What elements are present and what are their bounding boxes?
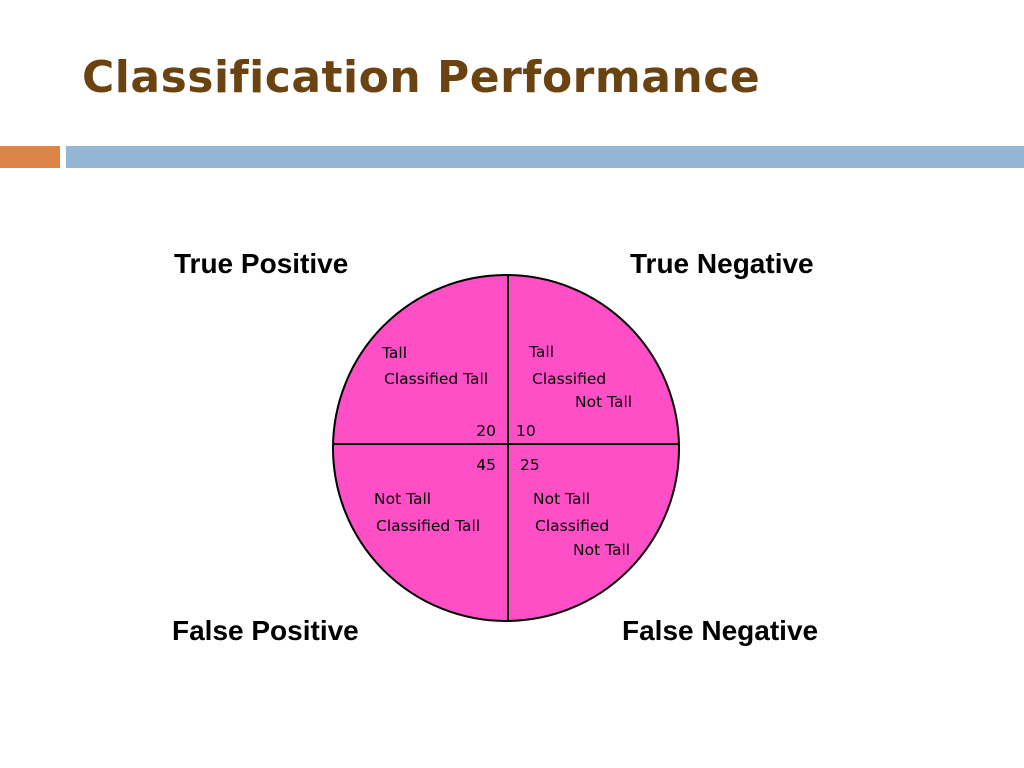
false-negative-label: False Negative — [622, 615, 819, 646]
tp-line2: Classified Tall — [384, 370, 488, 388]
fn-line1: Not Tall — [533, 490, 590, 508]
pie-circle — [332, 274, 680, 622]
false-positive-label: False Positive — [172, 615, 359, 646]
accent-bar-orange — [0, 146, 60, 168]
fn-line3: Not Tall — [573, 541, 630, 559]
tn-line2: Classified — [532, 370, 606, 388]
tp-line1: Tall — [381, 344, 407, 362]
tn-line3: Not Tall — [575, 393, 632, 411]
classification-pie-diagram: Tall Classified Tall 20 Tall Classified … — [332, 274, 680, 622]
fp-count: 45 — [476, 456, 496, 474]
fp-line1: Not Tall — [374, 490, 431, 508]
tn-line1: Tall — [528, 343, 554, 361]
tn-count: 10 — [516, 422, 536, 440]
true-negative-label: True Negative — [630, 248, 814, 279]
accent-bar-blue — [66, 146, 1024, 168]
fn-line2: Classified — [535, 517, 609, 535]
tp-count: 20 — [476, 422, 496, 440]
slide-title: Classification Performance — [82, 52, 761, 103]
fp-line2: Classified Tall — [376, 517, 480, 535]
true-positive-label: True Positive — [174, 248, 349, 279]
fn-count: 25 — [520, 456, 540, 474]
